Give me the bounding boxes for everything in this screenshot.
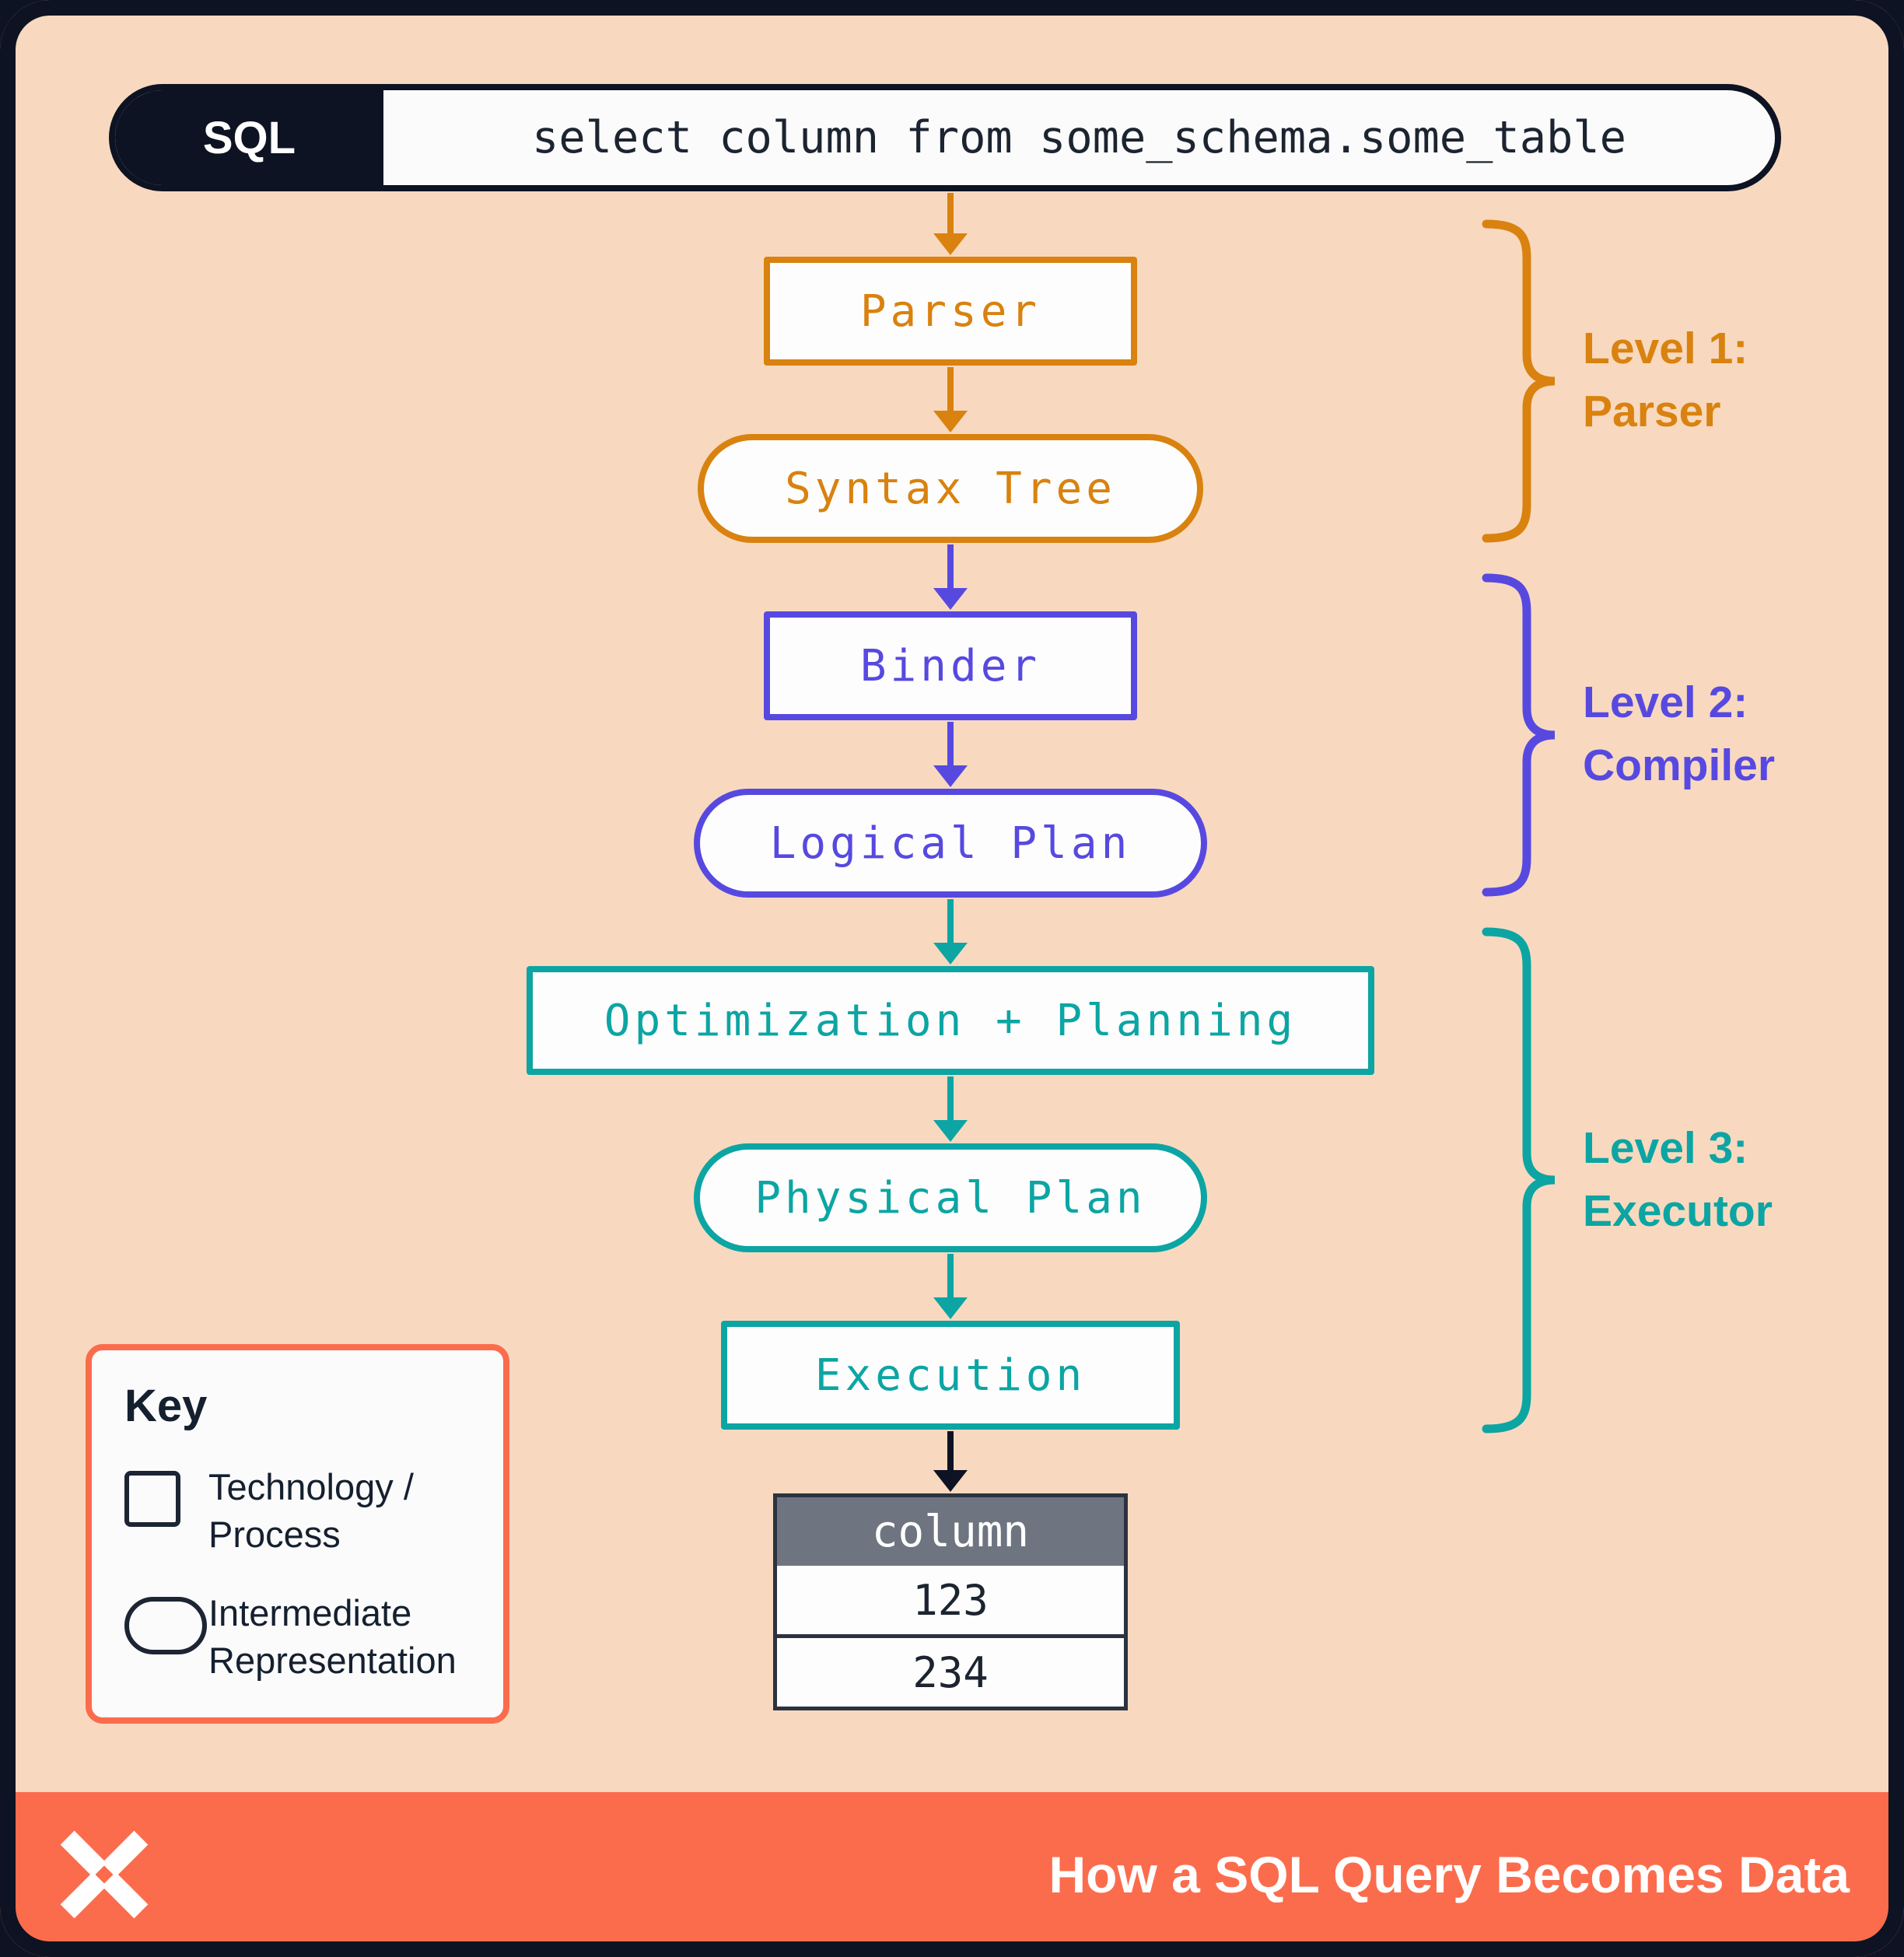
level-3-label: Level 3: Executor [1583, 1117, 1773, 1243]
node-logical-plan: Logical Plan [694, 789, 1207, 898]
result-table: column 123 234 [773, 1493, 1128, 1710]
sql-badge: SQL [115, 90, 383, 185]
brand-logo-icon [60, 1830, 149, 1919]
arrow-syntax-tree-to-binder [933, 544, 968, 610]
result-table-row: 234 [777, 1634, 1124, 1707]
legend-item-label: Intermediate Representation [208, 1592, 457, 1682]
square-shape-icon [124, 1471, 180, 1527]
arrow-physical-plan-to-execution [933, 1254, 968, 1319]
brace-level-2 [1482, 573, 1556, 897]
node-physical-plan: Physical Plan [694, 1143, 1207, 1252]
level-3-line2: Executor [1583, 1185, 1773, 1236]
result-table-row: 123 [777, 1566, 1124, 1634]
level-2-label: Level 2: Compiler [1583, 671, 1775, 797]
diagram-title: How a SQL Query Becomes Data [1048, 1846, 1850, 1903]
sql-query-text: select column from some_schema.some_tabl… [532, 112, 1626, 163]
level-3-line1: Level 3: [1583, 1123, 1748, 1173]
arrow-sql-to-parser [933, 193, 968, 255]
level-2-line2: Compiler [1583, 740, 1776, 790]
oval-shape-icon [124, 1597, 207, 1655]
arrow-execution-to-result [933, 1431, 968, 1492]
brace-level-1 [1482, 219, 1556, 543]
legend-title: Key [124, 1381, 208, 1431]
result-table-header: column [777, 1497, 1124, 1566]
arrow-parser-to-syntax-tree [933, 367, 968, 432]
node-binder: Binder [764, 611, 1137, 720]
node-optimization-planning: Optimization + Planning [527, 966, 1374, 1075]
node-parser: Parser [764, 257, 1137, 366]
arrow-binder-to-logical-plan [933, 722, 968, 787]
sql-input-pill: SQL select column from some_schema.some_… [109, 84, 1781, 191]
arrow-optimization-to-physical-plan [933, 1077, 968, 1142]
node-execution: Execution [721, 1321, 1180, 1430]
level-1-line1: Level 1: [1583, 324, 1748, 373]
brace-level-3 [1482, 927, 1556, 1434]
legend-item-intermediate-representation: Intermediate Representation [124, 1589, 471, 1684]
legend-item-technology-process: Technology / Process [124, 1463, 471, 1558]
node-syntax-tree: Syntax Tree [698, 434, 1203, 543]
level-2-line1: Level 2: [1583, 677, 1748, 727]
footer-bar: How a SQL Query Becomes Data [0, 1792, 1904, 1957]
arrow-logical-plan-to-optimization [933, 899, 968, 964]
legend-box: Key Technology / Process Intermediate Re… [86, 1344, 509, 1724]
level-1-line2: Parser [1583, 386, 1721, 436]
legend-item-label: Technology / Process [208, 1466, 414, 1556]
level-1-label: Level 1: Parser [1583, 317, 1748, 443]
